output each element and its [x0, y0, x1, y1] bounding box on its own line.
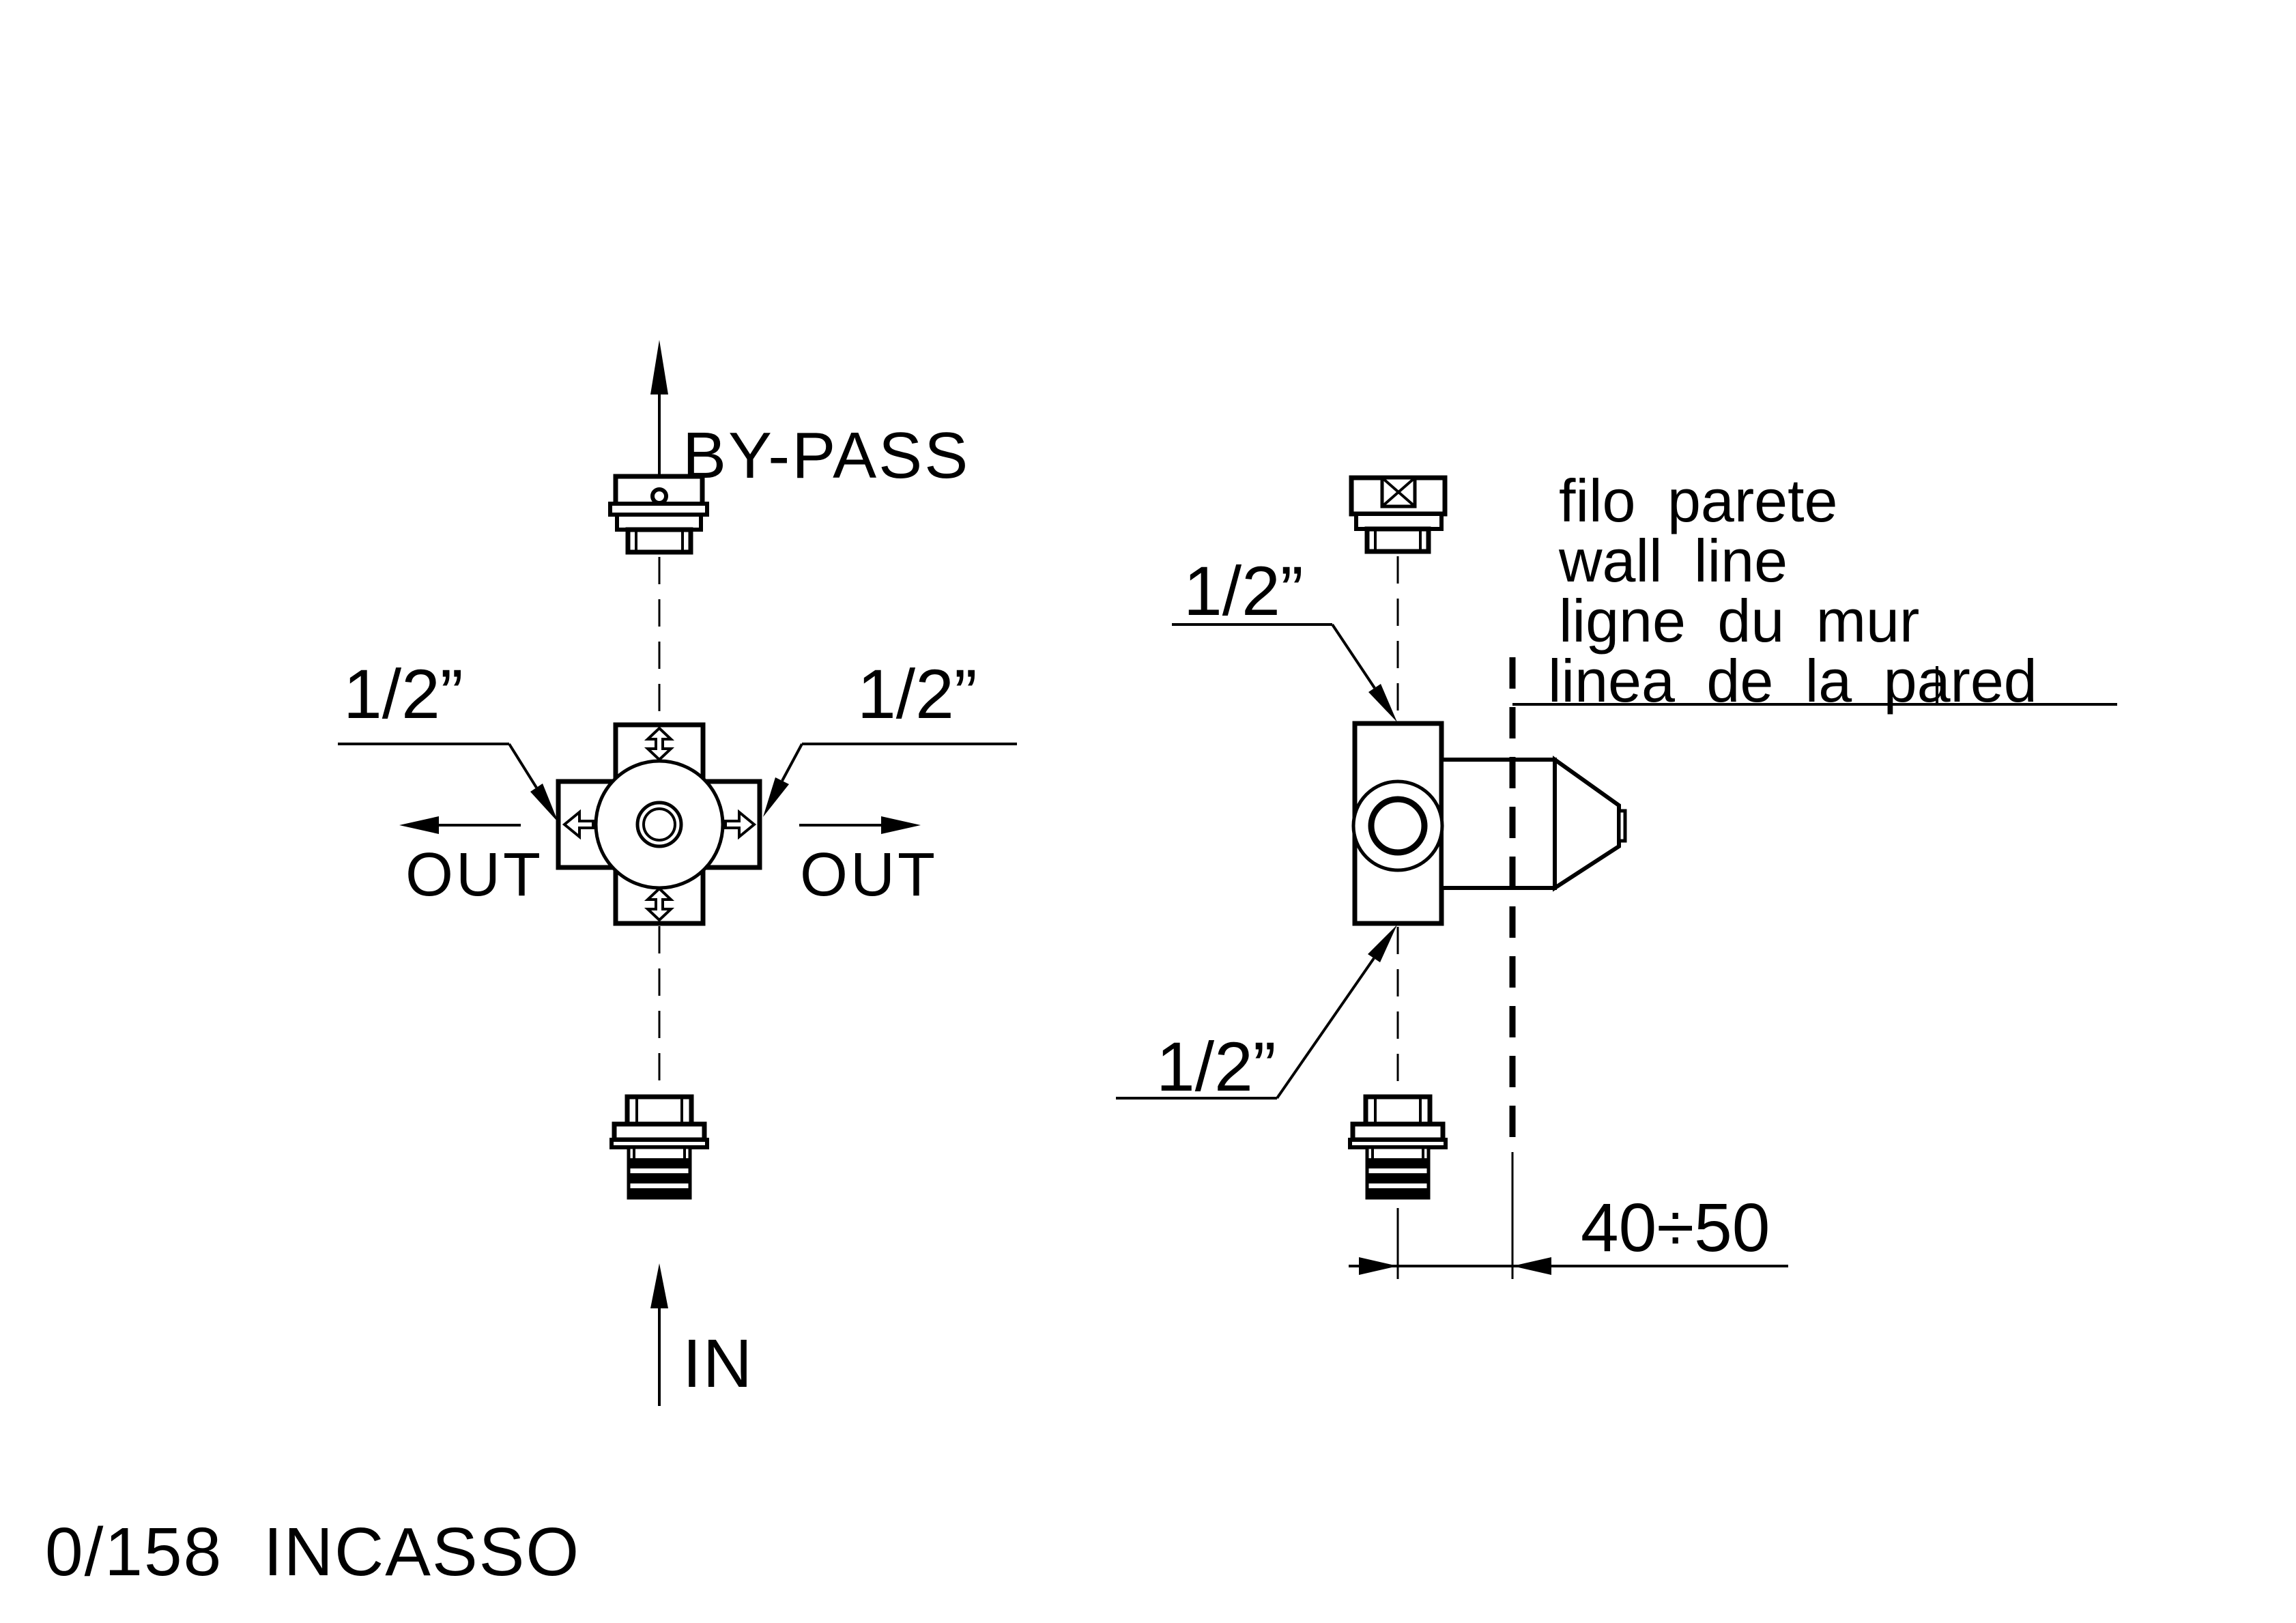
- port-bore-ring: [1368, 796, 1428, 856]
- out-right-arrow-icon: [799, 816, 921, 834]
- nozzle-cone: [1553, 756, 1621, 892]
- out-left-label: OUT: [405, 841, 543, 909]
- spout-stub: [1439, 758, 1557, 890]
- out-right-label: OUT: [800, 841, 938, 909]
- wall-line: [1509, 657, 2117, 1279]
- valve-stem-inner: [642, 807, 676, 842]
- size-label-front-left: 1/2”: [343, 655, 463, 733]
- size-leader-front-left: [338, 743, 558, 822]
- wall-label-en: wall line: [1558, 527, 1788, 594]
- side-view: 1/2” 1/2”: [1116, 467, 2117, 1279]
- flow-left-arrow-icon: [562, 809, 594, 840]
- size-leader-side-bottom: [1116, 925, 1397, 1100]
- thread-band: [630, 1173, 689, 1183]
- drawing-title: 0/158 INCASSO: [45, 1514, 580, 1590]
- front-view: BY-PASS: [338, 340, 1017, 1406]
- thread-band: [1368, 1158, 1427, 1168]
- wall-label-fr: ligne du mur: [1559, 587, 1919, 655]
- wall-label-it: filo parete: [1559, 467, 1837, 534]
- dim-arrow-left-icon: [1359, 1257, 1398, 1275]
- bypass-port-plug: [608, 474, 709, 555]
- depth-dimension-value: 40÷50: [1581, 1190, 1770, 1266]
- size-label-front-right: 1/2”: [857, 655, 977, 733]
- in-label: IN: [683, 1325, 754, 1402]
- size-leader-side-top: [1172, 623, 1397, 722]
- thread-band: [630, 1158, 689, 1168]
- inlet-fitting-side: [1348, 1094, 1448, 1200]
- top-plug-side: [1349, 475, 1448, 554]
- size-label-side-top: 1/2”: [1183, 552, 1304, 630]
- size-label-side-bottom: 1/2”: [1156, 1028, 1276, 1106]
- flow-right-arrow-icon: [724, 809, 757, 840]
- valve-body-side: [1351, 721, 1627, 926]
- in-arrow-icon: [650, 1263, 668, 1406]
- nozzle-tip: [1617, 809, 1627, 843]
- out-left-arrow-icon: [399, 816, 521, 834]
- thread-band: [1368, 1173, 1427, 1183]
- bypass-label: BY-PASS: [683, 419, 970, 492]
- flow-updown-arrow-bottom-icon: [644, 887, 675, 922]
- wall-line-labels: filo parete wall line ligne du mur linea…: [1548, 467, 2037, 715]
- valve-cross-body: [556, 722, 762, 926]
- flow-updown-arrow-top-icon: [644, 726, 675, 762]
- set-screw-icon: [650, 487, 668, 505]
- dim-arrow-right-icon: [1512, 1257, 1551, 1275]
- inlet-fitting-front: [609, 1094, 709, 1200]
- square-head-icon: [1380, 476, 1417, 508]
- thread-band: [630, 1188, 689, 1196]
- wall-label-es: linea de la pared: [1548, 647, 2037, 715]
- size-leader-front-right: [763, 743, 1017, 817]
- thread-band: [1368, 1188, 1427, 1196]
- depth-dimension: [1349, 1208, 1788, 1279]
